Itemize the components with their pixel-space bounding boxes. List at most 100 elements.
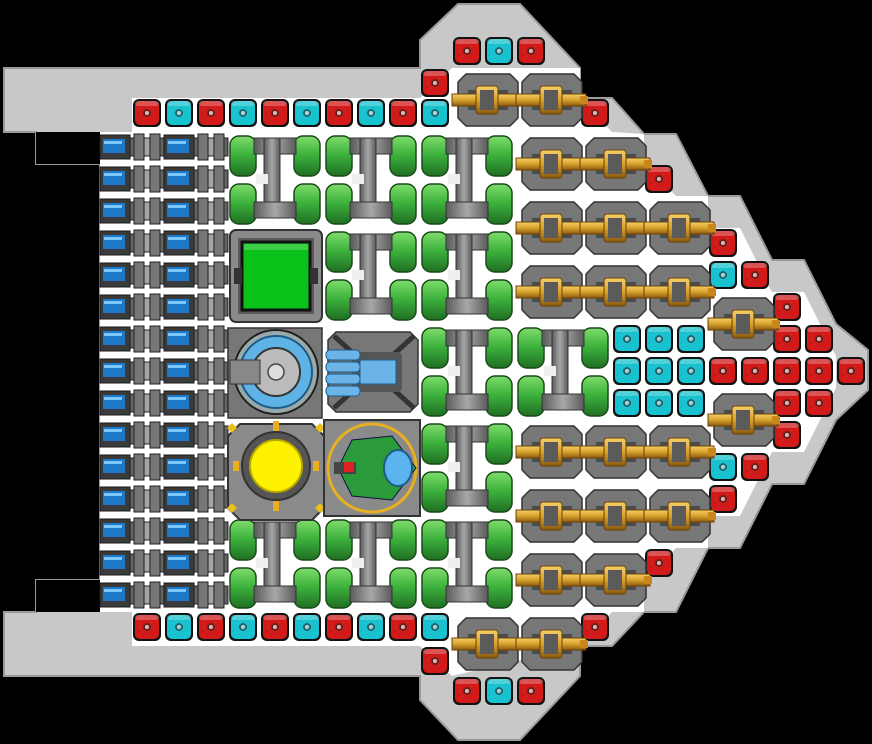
- armor-block-cyan[interactable]: [613, 389, 641, 417]
- armor-block-cyan[interactable]: [677, 357, 705, 385]
- battery-cell[interactable]: [163, 293, 229, 321]
- fuel-tank[interactable]: [325, 519, 417, 609]
- fuel-tank[interactable]: [229, 135, 321, 225]
- fuel-tank[interactable]: [325, 135, 417, 225]
- fuel-tank[interactable]: [421, 231, 513, 321]
- armor-block-cyan[interactable]: [357, 613, 385, 641]
- armor-block-cyan[interactable]: [293, 99, 321, 127]
- battery-cell[interactable]: [163, 357, 229, 385]
- armor-block-red[interactable]: [517, 37, 545, 65]
- fuel-tank[interactable]: [229, 519, 321, 609]
- cannon-turret[interactable]: [515, 617, 588, 671]
- cannon-turret[interactable]: [515, 553, 588, 607]
- armor-block-red[interactable]: [741, 261, 769, 289]
- battery-cell[interactable]: [99, 581, 165, 609]
- battery-cell[interactable]: [99, 485, 165, 513]
- armor-block-cyan[interactable]: [709, 261, 737, 289]
- battery-cell[interactable]: [163, 133, 229, 161]
- armor-block-cyan[interactable]: [421, 613, 449, 641]
- armor-block-cyan[interactable]: [709, 453, 737, 481]
- cannon-turret[interactable]: [451, 73, 524, 127]
- fuel-tank[interactable]: [517, 327, 609, 417]
- armor-block-red[interactable]: [581, 613, 609, 641]
- armor-block-red[interactable]: [773, 389, 801, 417]
- armor-block-red[interactable]: [197, 613, 225, 641]
- armor-block-cyan[interactable]: [229, 99, 257, 127]
- command-module[interactable]: [323, 419, 421, 517]
- battery-cell[interactable]: [99, 229, 165, 257]
- armor-block-cyan[interactable]: [229, 613, 257, 641]
- reactor-core[interactable]: [227, 421, 325, 521]
- battery-cell[interactable]: [99, 325, 165, 353]
- armor-block-red[interactable]: [261, 99, 289, 127]
- armor-block-red[interactable]: [773, 421, 801, 449]
- armor-block-cyan[interactable]: [165, 613, 193, 641]
- armor-block-cyan[interactable]: [613, 357, 641, 385]
- cargo-hold[interactable]: [229, 229, 323, 323]
- armor-block-red[interactable]: [389, 613, 417, 641]
- cannon-turret[interactable]: [515, 425, 588, 479]
- armor-block-cyan[interactable]: [485, 677, 513, 705]
- thruster-engine[interactable]: [325, 331, 419, 413]
- armor-block-red[interactable]: [389, 99, 417, 127]
- armor-block-red[interactable]: [741, 453, 769, 481]
- battery-cell[interactable]: [163, 549, 229, 577]
- armor-block-red[interactable]: [837, 357, 865, 385]
- armor-block-red[interactable]: [133, 99, 161, 127]
- armor-block-cyan[interactable]: [421, 99, 449, 127]
- armor-block-cyan[interactable]: [293, 613, 321, 641]
- fuel-tank[interactable]: [421, 327, 513, 417]
- fuel-tank[interactable]: [325, 231, 417, 321]
- battery-cell[interactable]: [99, 357, 165, 385]
- fuel-tank[interactable]: [421, 519, 513, 609]
- armor-block-red[interactable]: [805, 389, 833, 417]
- armor-block-cyan[interactable]: [165, 99, 193, 127]
- battery-cell[interactable]: [163, 389, 229, 417]
- cannon-turret[interactable]: [515, 489, 588, 543]
- cannon-turret[interactable]: [707, 393, 780, 447]
- armor-block-red[interactable]: [261, 613, 289, 641]
- cannon-turret[interactable]: [579, 201, 652, 255]
- cannon-turret[interactable]: [515, 73, 588, 127]
- battery-cell[interactable]: [99, 133, 165, 161]
- armor-block-cyan[interactable]: [645, 325, 673, 353]
- armor-block-red[interactable]: [805, 325, 833, 353]
- cannon-turret[interactable]: [579, 425, 652, 479]
- armor-block-red[interactable]: [197, 99, 225, 127]
- armor-block-red[interactable]: [709, 229, 737, 257]
- battery-cell[interactable]: [99, 389, 165, 417]
- armor-block-red[interactable]: [773, 293, 801, 321]
- fuel-tank[interactable]: [421, 423, 513, 513]
- armor-block-cyan[interactable]: [613, 325, 641, 353]
- battery-cell[interactable]: [163, 517, 229, 545]
- battery-cell[interactable]: [99, 197, 165, 225]
- armor-block-red[interactable]: [325, 613, 353, 641]
- armor-block-red[interactable]: [517, 677, 545, 705]
- armor-block-cyan[interactable]: [677, 325, 705, 353]
- cannon-turret[interactable]: [643, 201, 716, 255]
- cannon-turret[interactable]: [515, 201, 588, 255]
- armor-block-red[interactable]: [709, 357, 737, 385]
- cannon-turret[interactable]: [579, 265, 652, 319]
- armor-block-red[interactable]: [645, 549, 673, 577]
- battery-cell[interactable]: [99, 549, 165, 577]
- armor-block-red[interactable]: [709, 485, 737, 513]
- cannon-turret[interactable]: [579, 489, 652, 543]
- battery-cell[interactable]: [99, 453, 165, 481]
- battery-cell[interactable]: [163, 581, 229, 609]
- battery-cell[interactable]: [163, 485, 229, 513]
- armor-block-red[interactable]: [421, 69, 449, 97]
- battery-cell[interactable]: [99, 293, 165, 321]
- cannon-turret[interactable]: [643, 265, 716, 319]
- armor-block-cyan[interactable]: [645, 389, 673, 417]
- battery-cell[interactable]: [99, 517, 165, 545]
- armor-block-red[interactable]: [805, 357, 833, 385]
- battery-cell[interactable]: [163, 453, 229, 481]
- battery-cell[interactable]: [163, 261, 229, 289]
- battery-cell[interactable]: [99, 421, 165, 449]
- cannon-turret[interactable]: [643, 425, 716, 479]
- battery-cell[interactable]: [99, 261, 165, 289]
- battery-cell[interactable]: [99, 165, 165, 193]
- armor-block-red[interactable]: [421, 647, 449, 675]
- cannon-turret[interactable]: [579, 137, 652, 191]
